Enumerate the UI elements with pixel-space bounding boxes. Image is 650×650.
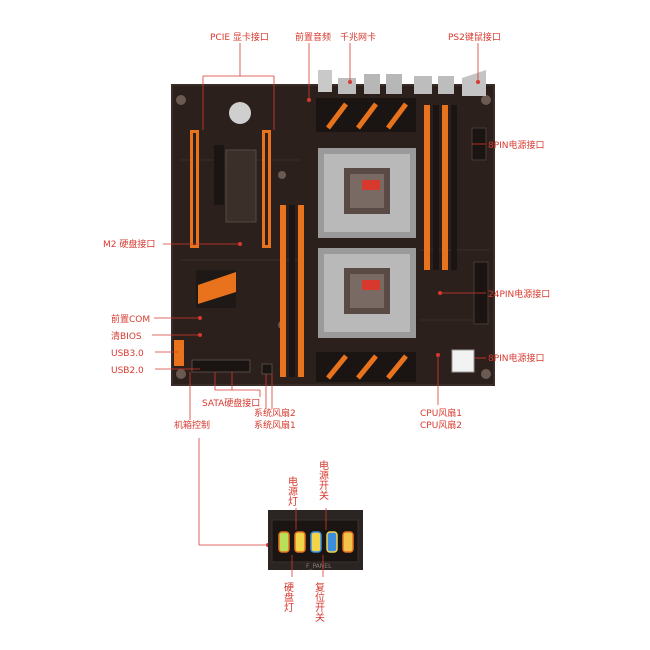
panel-labels: 电源灯 电源开关 硬盘灯 复位开关 bbox=[282, 459, 329, 623]
m2-slot bbox=[225, 149, 257, 223]
label-8pin-top: 8PIN电源接口 bbox=[488, 139, 545, 151]
panel-power-switch: 电源开关 bbox=[317, 459, 329, 501]
label-chassis-ctrl: 机箱控制 bbox=[174, 419, 210, 431]
left-headers bbox=[174, 340, 273, 375]
vrm-heatsinks bbox=[316, 98, 416, 382]
ram-slots-right bbox=[424, 105, 457, 270]
label-pcie: PCIE 显卡接口 bbox=[210, 31, 269, 43]
label-cpu-fan1: CPU风扇1 bbox=[420, 407, 462, 419]
panel-silk: F_PANEL bbox=[306, 563, 332, 570]
annotation-lines bbox=[152, 43, 486, 547]
labels: PCIE 显卡接口 前置音频 千兆网卡 PS2键鼠接口 8PIN电源接口 M2 … bbox=[103, 31, 550, 431]
label-24pin: 24PIN电源接口 bbox=[488, 288, 550, 300]
label-m2: M2 硬盘接口 bbox=[103, 238, 155, 250]
label-usb20: USB2.0 bbox=[111, 366, 144, 376]
pcie-slots bbox=[190, 130, 271, 248]
ram-slots-middle bbox=[280, 205, 304, 377]
chipset-heatsink bbox=[196, 270, 236, 308]
panel-reset-switch: 复位开关 bbox=[313, 581, 325, 623]
label-sys-fan1: 系统风扇1 bbox=[254, 419, 296, 431]
cpu-socket-2 bbox=[318, 248, 416, 338]
label-cpu-fan2: CPU风扇2 bbox=[420, 419, 462, 431]
label-front-com: 前置COM bbox=[111, 313, 150, 325]
label-front-audio: 前置音频 bbox=[295, 31, 331, 43]
panel-hdd-led: 硬盘灯 bbox=[282, 582, 294, 613]
label-sys-fan2: 系统风扇2 bbox=[254, 407, 296, 419]
8pin-bottom-connector bbox=[451, 349, 475, 373]
label-ps2: PS2键鼠接口 bbox=[448, 31, 501, 43]
label-sata: SATA硬盘接口 bbox=[202, 397, 260, 409]
cmos-battery bbox=[229, 102, 251, 124]
label-clear-bios: 清BIOS bbox=[111, 330, 142, 342]
rear-io-connectors bbox=[318, 70, 486, 96]
label-8pin-bottom: 8PIN电源接口 bbox=[488, 352, 545, 364]
front-panel-header: F_PANEL bbox=[268, 508, 363, 577]
label-usb30: USB3.0 bbox=[111, 349, 144, 359]
label-gigabit-lan: 千兆网卡 bbox=[340, 31, 376, 43]
cpu-socket-1 bbox=[318, 148, 416, 238]
panel-power-led: 电源灯 bbox=[286, 475, 298, 507]
